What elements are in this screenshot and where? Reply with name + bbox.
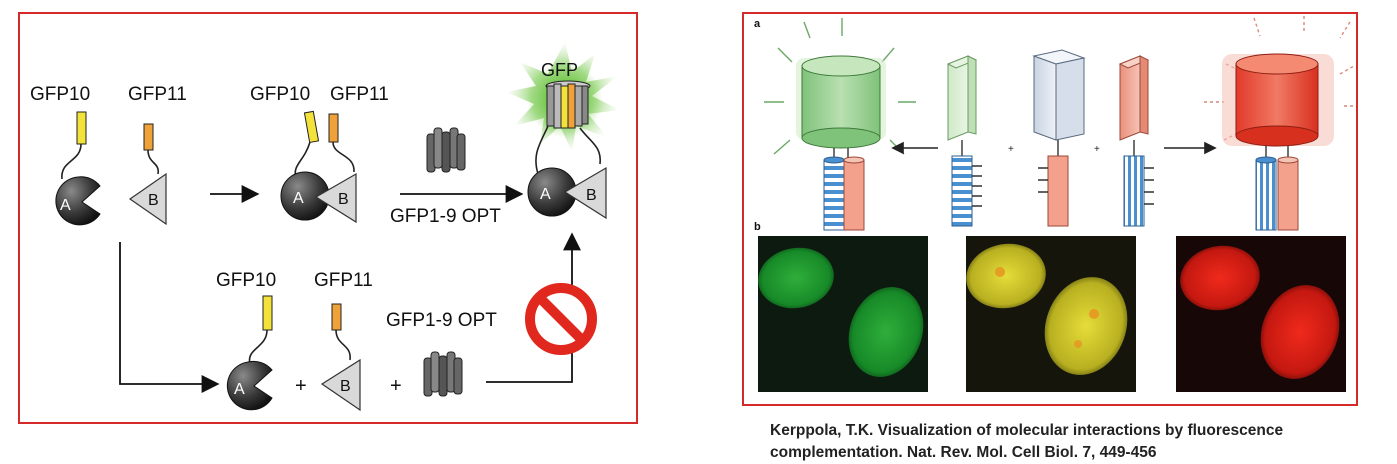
linker [147, 149, 159, 175]
plus-sign: + [390, 375, 402, 397]
linker [579, 127, 601, 165]
micrograph-yellow [966, 236, 1136, 392]
salmon-partner [1047, 155, 1069, 227]
linker [61, 143, 82, 180]
gfp1-9-barrel [423, 351, 463, 397]
linker [248, 329, 268, 365]
citation-line-1: Kerppola, T.K. Visualization of molecula… [770, 422, 1284, 439]
citation-line-2: complementation. Nat. Rev. Mol. Cell Bio… [770, 444, 1157, 461]
gfp10-strand [76, 111, 87, 145]
label-gfp1-9-opt: GFP1-9 OPT [390, 206, 501, 227]
label-gfp11: GFP11 [128, 84, 187, 105]
salmon-partner [1277, 159, 1299, 231]
micrograph-red [1176, 236, 1346, 392]
label-gfp10: GFP10 [30, 84, 90, 105]
label-gfp1-9-opt: GFP1-9 OPT [386, 310, 497, 331]
panel-label-b: b [754, 221, 761, 233]
blue-striped-partner [823, 159, 845, 231]
linker [332, 141, 355, 173]
red-fluorescent-protein [1235, 53, 1319, 147]
protein-a-label: A [293, 190, 304, 207]
blue-vstriped-partner [1255, 159, 1277, 231]
salmon-partner [843, 159, 865, 231]
protein-b-label: B [340, 378, 351, 395]
panel-label-a: a [754, 18, 761, 30]
protein-a-label: A [234, 381, 245, 398]
protein-b [320, 358, 361, 412]
split-gfp-diagram: GFP10 GFP11 A B GFP10 GFP11 A B GFP1-9 O… [30, 42, 620, 412]
protein-b [563, 166, 607, 220]
bifc-figure: a + + [754, 16, 1356, 392]
arrow-blocked [486, 232, 581, 383]
gfp10-strand [303, 110, 320, 144]
red-fragment [1118, 55, 1150, 141]
gfp11-strand [328, 113, 339, 143]
micrograph-green [758, 236, 928, 392]
gfp10-strand [262, 295, 273, 331]
label-gfp10: GFP10 [250, 84, 310, 105]
protein-a [55, 176, 101, 226]
protein-b-label: B [586, 187, 597, 204]
split-gfp-diagram-panel: GFP10 GFP11 A B GFP10 GFP11 A B GFP1-9 O… [18, 12, 638, 424]
gfp1-9-barrel [426, 127, 466, 173]
blue-striped-partner [951, 155, 973, 227]
citation: Kerppola, T.K. Visualization of molecula… [770, 420, 1370, 464]
arrow-no-binding [119, 242, 220, 393]
protein-b-label: B [338, 191, 349, 208]
label-gfp11: GFP11 [314, 270, 373, 291]
linker [535, 125, 549, 175]
label-gfp10: GFP10 [216, 270, 276, 291]
protein-b [314, 172, 357, 224]
label-gfp11: GFP11 [330, 84, 389, 105]
bifc-figure-panel: a + + [742, 12, 1358, 406]
gfp11-strand [331, 303, 342, 331]
prohibited-icon [525, 283, 597, 355]
protein-a-label: A [60, 197, 71, 214]
blue-vstriped-partner [1123, 155, 1145, 227]
protein-b [128, 172, 167, 226]
label-gfp: GFP [541, 60, 578, 80]
reconstituted-gfp-barrel [545, 80, 591, 129]
protein-a-label: A [540, 186, 551, 203]
plus-sign: + [1094, 144, 1100, 155]
protein-a [226, 360, 273, 411]
green-fluorescent-protein [801, 55, 881, 149]
green-fragment [946, 55, 978, 141]
plus-sign: + [295, 375, 307, 397]
plus-sign: + [1008, 144, 1014, 155]
linker [335, 329, 351, 361]
protein-b-label: B [148, 192, 159, 209]
blue-fragment [1032, 49, 1086, 141]
gfp11-strand [143, 123, 154, 151]
